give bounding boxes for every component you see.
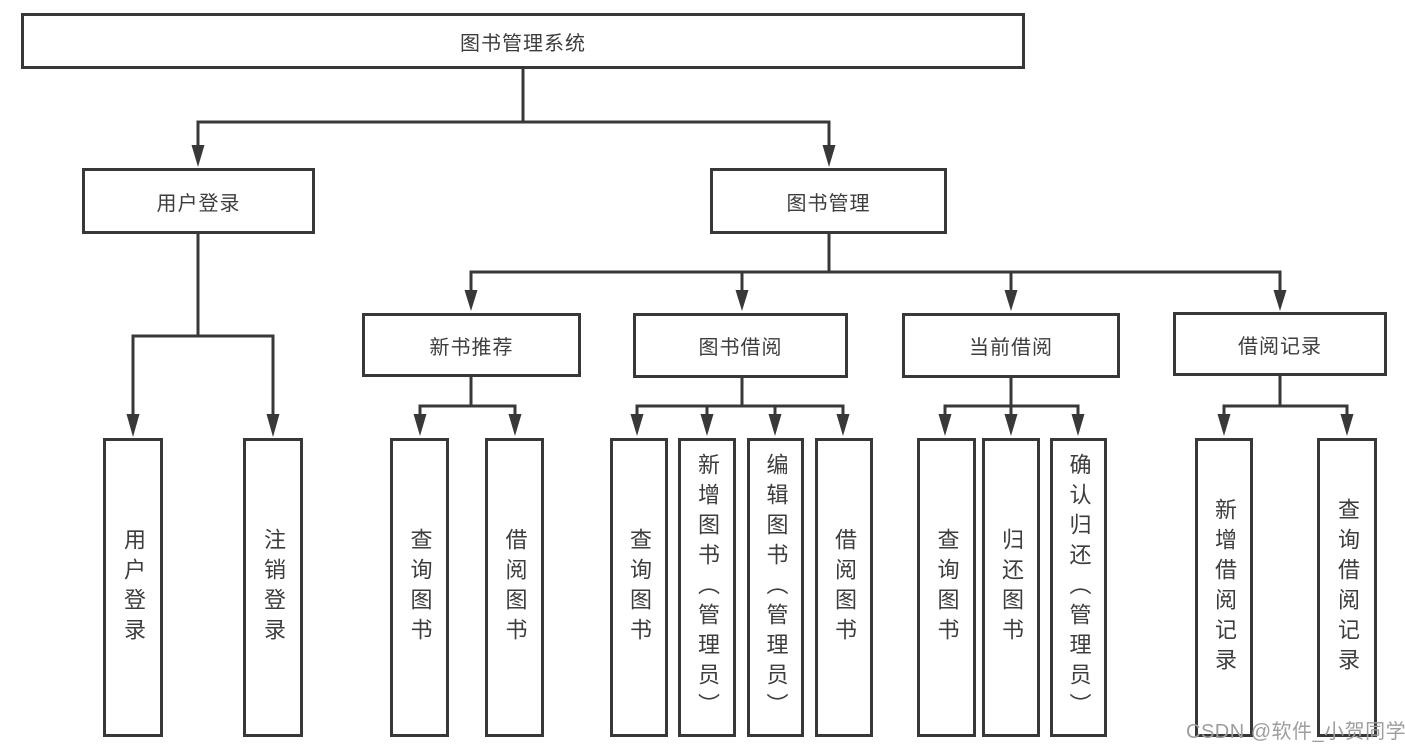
arrowhead [191, 145, 205, 167]
leaf-add-book-admin: 新增图书（管理员） [678, 438, 736, 737]
arrowhead [266, 414, 280, 437]
leaf-borrow-books-recommend: 借阅图书 [485, 438, 544, 737]
node-library-management-system: 图书管理系统 [21, 13, 1025, 69]
leaf-user-login: 用户登录 [103, 438, 163, 737]
arrowhead [700, 414, 714, 436]
arrowhead [735, 290, 749, 311]
leaf-query-books-recommend: 查询图书 [390, 438, 449, 737]
leaf-add-borrow-record: 新增借阅记录 [1195, 438, 1253, 737]
arrowhead [464, 290, 478, 311]
arrowhead [508, 414, 522, 436]
leaf-confirm-return-admin: 确认归还（管理员） [1050, 438, 1107, 737]
arrowhead [938, 414, 952, 436]
leaf-query-books-current: 查询图书 [917, 438, 976, 737]
node-borrowing-records: 借阅记录 [1173, 312, 1387, 376]
arrowhead [1340, 414, 1354, 436]
csdn-watermark: CSDN @软件_小贺同学 [1186, 721, 1405, 743]
arrowhead [1273, 290, 1287, 311]
leaf-query-books-borrowing: 查询图书 [610, 438, 668, 737]
arrowhead [1071, 414, 1085, 436]
arrowhead [1217, 414, 1231, 436]
node-book-management: 图书管理 [710, 168, 947, 234]
arrowhead [126, 414, 140, 437]
node-current-borrowing: 当前借阅 [902, 313, 1120, 378]
arrowhead [1004, 414, 1018, 436]
arrowhead [768, 414, 782, 436]
leaf-borrow-books-borrowing: 借阅图书 [815, 438, 873, 737]
leaf-return-books: 归还图书 [982, 438, 1040, 737]
arrowhead [836, 414, 850, 436]
arrowhead [630, 414, 644, 436]
node-book-borrowing: 图书借阅 [633, 313, 848, 378]
arrowhead [1004, 290, 1018, 311]
leaf-query-borrow-record: 查询借阅记录 [1317, 438, 1377, 737]
arrowhead [822, 145, 836, 167]
node-new-book-recommendation: 新书推荐 [362, 313, 581, 377]
leaf-logout: 注销登录 [243, 438, 303, 737]
arrowhead [413, 414, 427, 436]
node-user-login: 用户登录 [82, 168, 315, 234]
leaf-edit-book-admin: 编辑图书（管理员） [747, 438, 804, 737]
